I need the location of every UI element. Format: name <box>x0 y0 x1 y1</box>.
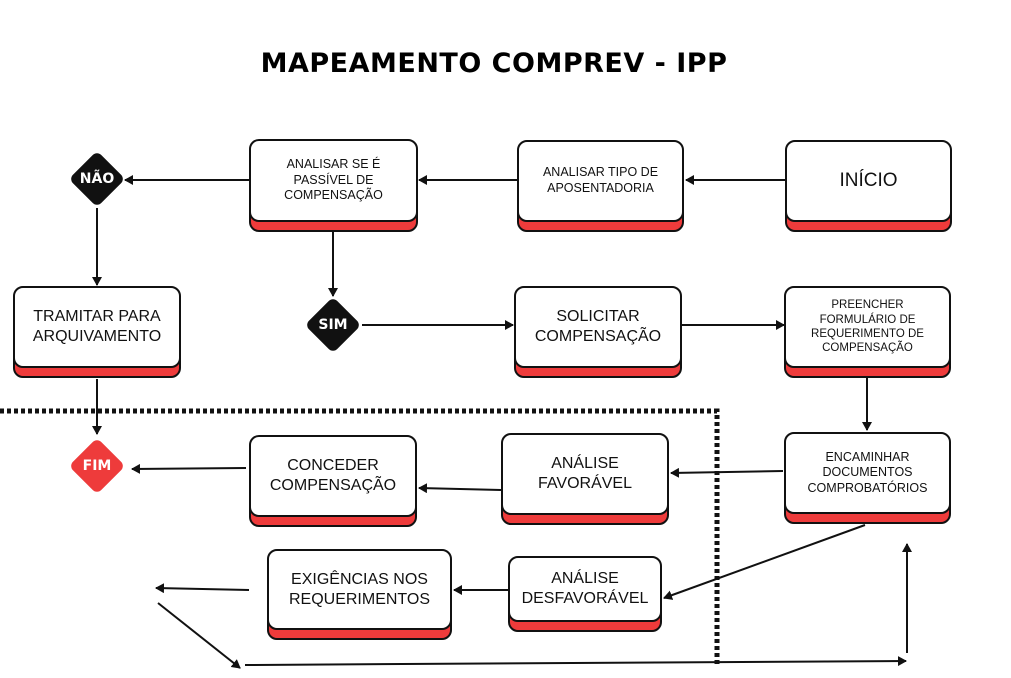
node-analise-desfavoravel: ANÁLISE DESFAVORÁVEL <box>508 556 662 632</box>
node-inicio-label: INÍCIO <box>839 170 898 192</box>
arrow-encaminhar-to-favoravel <box>670 467 784 478</box>
decision-sim: SIM <box>304 296 362 354</box>
arrow-exigencias-left <box>155 583 250 594</box>
terminal-fim-label: FIM <box>82 458 112 474</box>
node-solicitar: SOLICITAR COMPENSAÇÃO <box>514 286 682 378</box>
node-conceder: CONCEDER COMPENSAÇÃO <box>249 435 417 527</box>
arrow-conceder-to-fim <box>131 463 247 474</box>
node-tramitar-label: TRAMITAR PARA ARQUIVAMENTO <box>32 308 162 345</box>
arrow-diagonal-down <box>157 602 241 669</box>
node-analisar-passivel: ANALISAR SE É PASSÍVEL DE COMPENSAÇÃO <box>249 139 418 232</box>
node-analisar-passivel-label: ANALISAR SE É PASSÍVEL DE COMPENSAÇÃO <box>284 157 383 203</box>
node-analise-desfavoravel-label: ANÁLISE DESFAVORÁVEL <box>521 570 649 607</box>
decision-sim-label: SIM <box>318 317 348 333</box>
arrow-favoravel-to-conceder <box>418 483 502 494</box>
diagram-title: MAPEAMENTO COMPREV - IPP <box>260 48 728 79</box>
node-analisar-tipo-label: ANALISAR TIPO DE APOSENTADORIA <box>542 165 659 195</box>
node-preencher-label: PREENCHER FORMULÁRIO DE REQUERIMENTO DE … <box>811 299 924 355</box>
node-exigencias: EXIGÊNCIAS NOS REQUERIMENTOS <box>267 549 452 640</box>
decision-nao-label: NÃO <box>79 171 115 187</box>
node-encaminhar: ENCAMINHAR DOCUMENTOS COMPROBATÓRIOS <box>784 432 951 524</box>
arrow-encaminhar-to-desfavoravel <box>663 524 866 600</box>
node-analisar-tipo: ANALISAR TIPO DE APOSENTADORIA <box>517 140 684 232</box>
node-exigencias-label: EXIGÊNCIAS NOS REQUERIMENTOS <box>288 570 431 608</box>
node-solicitar-label: SOLICITAR COMPENSAÇÃO <box>534 308 662 345</box>
node-preencher: PREENCHER FORMULÁRIO DE REQUERIMENTO DE … <box>784 286 951 378</box>
node-inicio: INÍCIO <box>785 140 952 232</box>
node-encaminhar-label: ENCAMINHAR DOCUMENTOS COMPROBATÓRIOS <box>807 449 928 495</box>
node-tramitar: TRAMITAR PARA ARQUIVAMENTO <box>13 286 181 378</box>
node-analise-favoravel: ANÁLISE FAVORÁVEL <box>501 433 669 525</box>
dotted-boundary <box>0 408 720 664</box>
node-conceder-label: CONCEDER COMPENSAÇÃO <box>269 457 397 494</box>
terminal-fim: FIM <box>68 437 126 495</box>
node-analise-favoravel-label: ANÁLISE FAVORÁVEL <box>538 455 632 492</box>
decision-nao: NÃO <box>68 150 126 208</box>
arrow-bottom-right <box>244 656 907 667</box>
